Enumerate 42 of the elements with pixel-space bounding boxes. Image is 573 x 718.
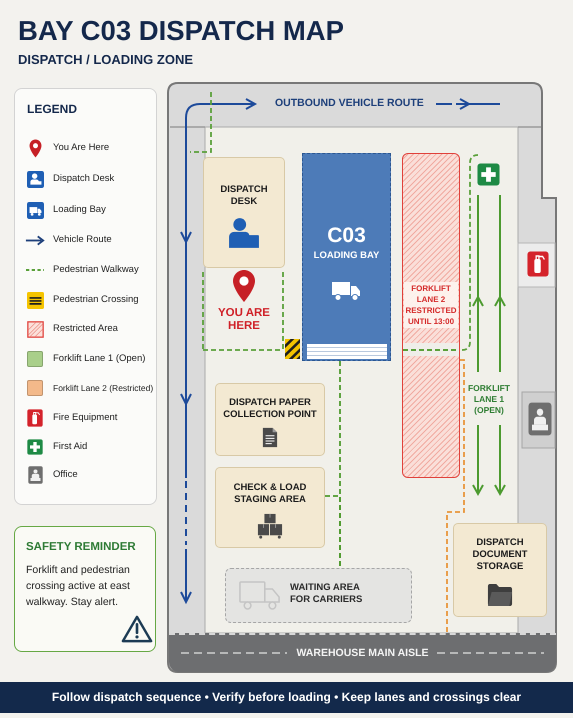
document-storage-area — [453, 523, 547, 617]
loading-bay-area — [302, 153, 391, 361]
footer-text: Follow dispatch sequence • Verify before loading • Keep lanes and crossings clear — [52, 689, 522, 706]
aisle-label: WAREHOUSE MAIN AISLE — [296, 646, 429, 661]
legend-heading: LEGEND — [27, 102, 78, 116]
panel-text: Forklift and pedestrian crossing active at east walkway. Stay alert. — [26, 563, 131, 610]
location-label: YOU ARE HERE — [217, 307, 271, 333]
legend-text: You Are Here — [53, 142, 110, 154]
lane-label: FORKLIFT LANE 1 (OPEN) — [466, 383, 512, 416]
legend-text: Fire Equipment — [53, 412, 118, 424]
restriction-label: FORKLIFT LANE 2 RESTRICTED UNTIL 13:00 — [404, 282, 458, 328]
route-label: OUTBOUND VEHICLE ROUTE — [275, 97, 424, 109]
dashed-connector — [325, 495, 341, 568]
legend-text: Vehicle Route — [53, 234, 112, 246]
legend-text: Pedestrian Crossing — [53, 294, 139, 306]
legend-text: First Aid — [53, 441, 88, 453]
legend-text: Office — [53, 469, 78, 481]
legend-text: Pedestrian Walkway — [53, 264, 139, 276]
subtitle: DISPATCH / LOADING ZONE — [18, 52, 194, 67]
area-label: DISPATCH DESK — [219, 184, 269, 208]
waiting-area — [225, 568, 412, 623]
dispatch-desk-area — [203, 157, 285, 268]
bay-number: C03 — [327, 224, 366, 248]
restricted-lane-area — [402, 153, 460, 478]
dashed-connector — [446, 359, 465, 633]
title: BAY C03 DISPATCH MAP — [18, 14, 344, 48]
collection-point-area — [215, 383, 325, 456]
legend-text: Dispatch Desk — [53, 173, 114, 185]
area-label: DISPATCH DOCUMENT STORAGE — [472, 537, 528, 573]
legend-text: Restricted Area — [53, 323, 118, 335]
area-label: DISPATCH PAPER COLLECTION POINT — [222, 397, 318, 421]
safety-reminder-panel — [14, 526, 156, 652]
footer-banner — [0, 682, 573, 713]
legend-text: Forklift Lane 2 (Restricted) — [53, 382, 154, 394]
area-label: WAITING AREA FOR CARRIERS — [290, 582, 364, 606]
panel-heading: SAFETY REMINDER — [26, 540, 136, 554]
area-label: LOADING BAY — [314, 249, 380, 262]
staging-area — [215, 467, 325, 548]
legend-text: Loading Bay — [53, 204, 106, 216]
area-label: CHECK & LOAD STAGING AREA — [232, 482, 308, 506]
legend-text: Forklift Lane 1 (Open) — [53, 353, 146, 365]
main-aisle-band — [169, 633, 556, 672]
